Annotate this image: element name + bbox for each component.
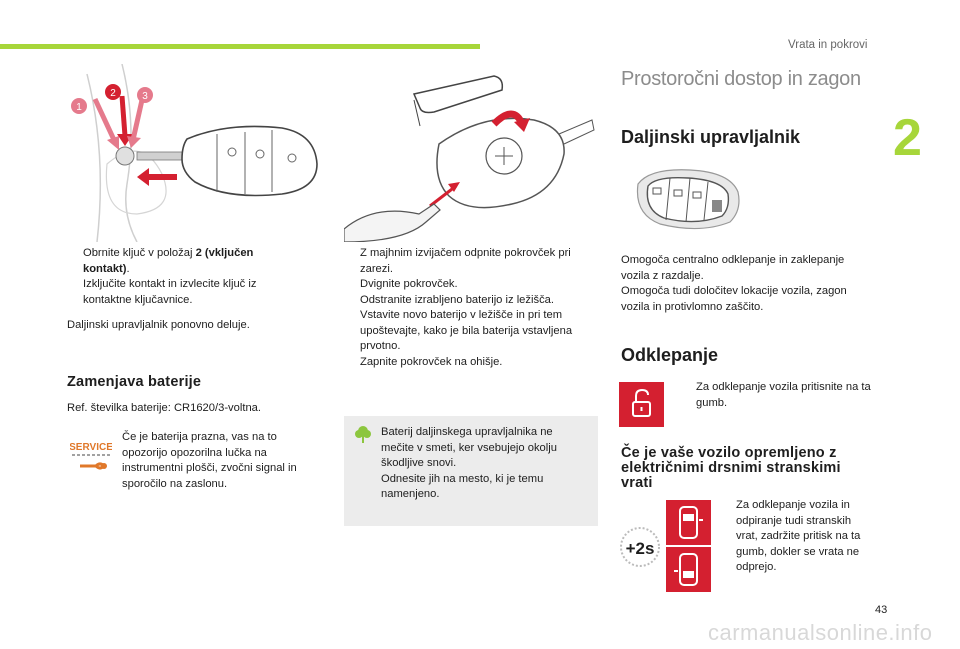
hold-label: +2s	[626, 539, 655, 558]
ignition-step: Izključite kontakt in izvlecite ključ iz…	[67, 277, 295, 308]
sliding-doors-heading: Če je vaše vozilo opremljeno z električn…	[621, 445, 841, 491]
recycling-note-text: Baterij daljinskega upravljalnika ne meč…	[381, 425, 586, 503]
unlock-heading: Odklepanje	[621, 345, 719, 365]
battery-step: Vstavite novo baterijo v ležišče in pri …	[344, 308, 596, 355]
step-text: Z majhnim izvijačem odpnite pokrovček pr…	[360, 247, 571, 275]
sliding-door-right-icon	[666, 500, 711, 545]
battery-steps: Z majhnim izvijačem odpnite pokrovček pr…	[344, 246, 596, 370]
ignition-steps: Obrnite ključ v položaj 2 (vključen kont…	[67, 246, 295, 308]
bullet-icon	[344, 355, 360, 371]
step-text: Za odklepanje vozila in odpiranje tudi s…	[736, 499, 861, 573]
battery-step: Zapnite pokrovček na ohišje.	[344, 355, 596, 371]
note-line-2: Odnesite jih na mesto, ki je temu namenj…	[381, 472, 544, 501]
step-text: Vstavite novo baterijo v ležišče in pri …	[360, 309, 573, 352]
recycling-note	[344, 416, 598, 526]
marker-1: 1	[76, 102, 82, 113]
remote-description: Omogoča centralno odklepanje in zaklepan…	[621, 253, 871, 315]
remote-text-1: Omogoča centralno odklepanje in zaklepan…	[621, 254, 845, 282]
main-heading: Prostoročni dostop in zagon	[621, 68, 861, 90]
remote-heading: Daljinski upravljalnik	[621, 127, 801, 147]
bullet-icon	[67, 277, 83, 308]
service-label: SERVICE	[70, 442, 112, 453]
battery-ref: Ref. številka baterije: CR1620/3-voltna.	[67, 402, 262, 414]
battery-step: Z majhnim izvijačem odpnite pokrovček pr…	[344, 246, 596, 277]
service-warning-icon: SERVICE	[69, 440, 113, 476]
step-text-end: .	[126, 262, 130, 275]
step-text: Izključite kontakt in izvlecite ključ iz…	[83, 278, 257, 306]
sliding-door-left-icon	[666, 547, 711, 592]
marker-3: 3	[142, 91, 148, 102]
ignition-step: Obrnite ključ v položaj 2 (vključen kont…	[67, 246, 295, 277]
service-text: Če je baterija prazna, vas na to opozori…	[122, 431, 297, 490]
step-text-bold: 2 (vključen kontakt)	[83, 247, 254, 275]
step-text: Dvignite pokrovček.	[360, 278, 458, 290]
resume-text: Daljinski upravljalnik ponovno deluje.	[67, 319, 250, 331]
battery-step: Dvignite pokrovček.	[344, 277, 596, 293]
chapter-number: 2	[893, 109, 922, 167]
step-text: Obrnite ključ v položaj	[83, 247, 196, 259]
note-line-1: Baterij daljinskega upravljalnika ne meč…	[381, 426, 557, 469]
page-number: 43	[875, 604, 888, 616]
battery-heading: Zamenjava baterije	[67, 374, 202, 390]
bullet-icon	[67, 246, 83, 277]
remote-text-2: Omogoča tudi določitev lokacije vozila, …	[621, 285, 847, 313]
battery-replacement-illustration	[343, 64, 598, 243]
remote-key-image	[630, 164, 745, 234]
hold-2s-icon: +2s	[618, 525, 662, 569]
bullet-icon	[344, 246, 360, 277]
marker-2: 2	[110, 88, 116, 99]
bullet-icon	[344, 308, 360, 355]
tree-icon	[355, 425, 371, 443]
step-text: Za odklepanje vozila pritisnite na ta gu…	[696, 381, 871, 409]
sliding-doors-step: Za odklepanje vozila in odpiranje tudi s…	[720, 498, 875, 576]
step-text: Odstranite izrabljeno baterijo iz ležišč…	[360, 293, 555, 306]
header-accent-bar	[0, 44, 480, 49]
bullet-icon	[344, 277, 360, 293]
battery-step: Odstranite izrabljeno baterijo iz ležišč…	[344, 293, 596, 309]
unlock-step: Za odklepanje vozila pritisnite na ta gu…	[680, 380, 875, 411]
step-text: Zapnite pokrovček na ohišje.	[360, 355, 503, 368]
bullet-icon	[680, 380, 696, 411]
unlock-button-icon	[619, 382, 664, 427]
section-title: Vrata in pokrovi	[788, 39, 868, 51]
ignition-key-illustration: 1 2 3	[67, 63, 331, 243]
bullet-icon	[344, 293, 360, 309]
watermark: carmanualsonline.info	[708, 620, 933, 645]
bullet-icon	[720, 498, 736, 576]
